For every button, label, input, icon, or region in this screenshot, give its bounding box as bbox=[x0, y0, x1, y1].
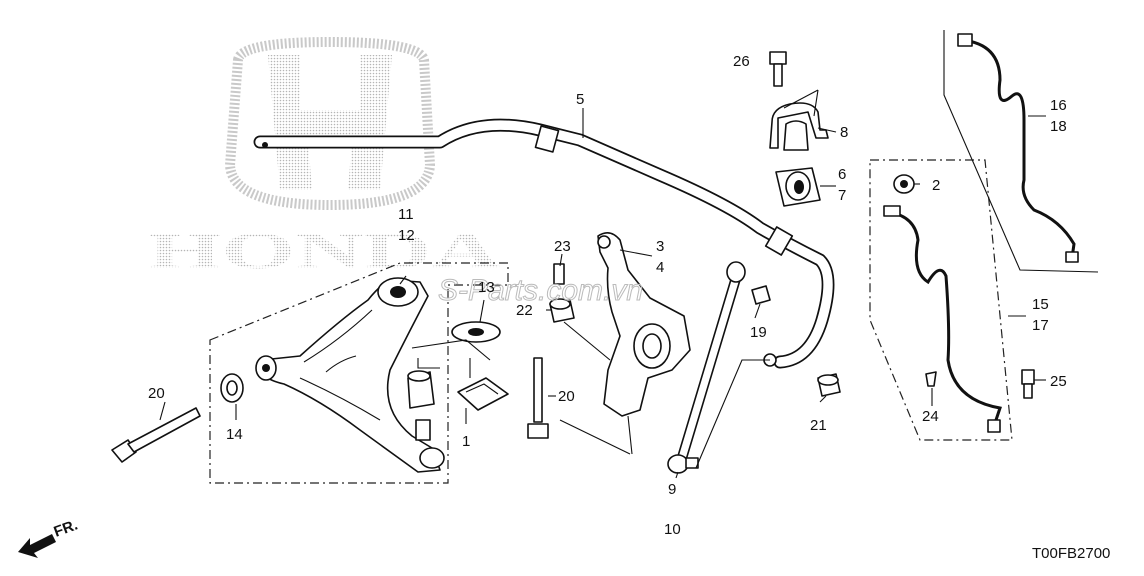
callout-18: 18 bbox=[1050, 118, 1067, 135]
callout-16: 16 bbox=[1050, 97, 1067, 114]
callout-23: 23 bbox=[554, 238, 571, 255]
callout-7: 7 bbox=[838, 187, 846, 204]
callout-24: 24 bbox=[922, 408, 939, 425]
stabilizer-bar bbox=[253, 118, 835, 369]
steering-knuckle bbox=[597, 232, 691, 417]
callout-13: 13 bbox=[478, 279, 495, 296]
honda-logo-watermark bbox=[224, 36, 436, 211]
front-wheel-sensor bbox=[883, 205, 1002, 433]
front-direction-arrow: FR. bbox=[18, 517, 80, 558]
nut-19 bbox=[751, 285, 771, 305]
nut-22 bbox=[549, 298, 575, 323]
sensor-group-box bbox=[869, 159, 1013, 441]
washer-14 bbox=[220, 373, 244, 403]
stabilizer-link bbox=[667, 261, 746, 474]
washer-13 bbox=[451, 321, 501, 343]
callout-22: 22 bbox=[516, 302, 533, 319]
rear-sensor-group-box bbox=[943, 30, 1099, 273]
callout-17: 17 bbox=[1032, 317, 1049, 334]
flange-bolt-20-center bbox=[527, 357, 549, 439]
callout-14: 14 bbox=[226, 426, 243, 443]
clip-2 bbox=[893, 174, 915, 194]
callout-2: 2 bbox=[932, 177, 940, 194]
callout-9: 9 bbox=[668, 481, 676, 498]
callout-1: 1 bbox=[462, 433, 470, 450]
stabilizer-bushing bbox=[775, 167, 821, 207]
callout-12: 12 bbox=[398, 227, 415, 244]
callout-11: 11 bbox=[398, 206, 414, 223]
clip-24 bbox=[925, 371, 937, 387]
diagram-code: T00FB2700 bbox=[1032, 545, 1110, 562]
callout-20-left: 20 bbox=[148, 385, 165, 402]
leader-lines bbox=[159, 89, 1046, 479]
callout-19: 19 bbox=[750, 324, 767, 341]
flange-bolt-20-left bbox=[111, 407, 201, 463]
flange-bolt-26 bbox=[769, 51, 787, 87]
callout-8: 8 bbox=[840, 124, 848, 141]
bolt-25 bbox=[1021, 369, 1035, 399]
callout-5: 5 bbox=[576, 91, 584, 108]
brand-watermark: HONDA bbox=[148, 223, 501, 280]
lower-arm bbox=[255, 277, 445, 473]
bushing-kit-1 bbox=[407, 358, 509, 411]
callout-15: 15 bbox=[1032, 296, 1049, 313]
callout-4: 4 bbox=[656, 259, 664, 276]
callout-21: 21 bbox=[810, 417, 827, 434]
nut-21 bbox=[817, 373, 841, 397]
site-watermark: S-Parts.com.vn bbox=[438, 274, 643, 307]
callout-10: 10 bbox=[664, 521, 681, 538]
callout-20-center: 20 bbox=[558, 388, 575, 405]
callout-3: 3 bbox=[656, 238, 664, 255]
hub-bolt-23 bbox=[553, 263, 565, 285]
front-label: FR. bbox=[52, 517, 81, 541]
callout-25: 25 bbox=[1050, 373, 1067, 390]
callout-6: 6 bbox=[838, 166, 846, 183]
stabilizer-bracket bbox=[769, 102, 829, 151]
lower-arm-group-box bbox=[209, 262, 509, 484]
callout-26: 26 bbox=[733, 53, 750, 70]
rear-wheel-sensor bbox=[957, 33, 1079, 263]
